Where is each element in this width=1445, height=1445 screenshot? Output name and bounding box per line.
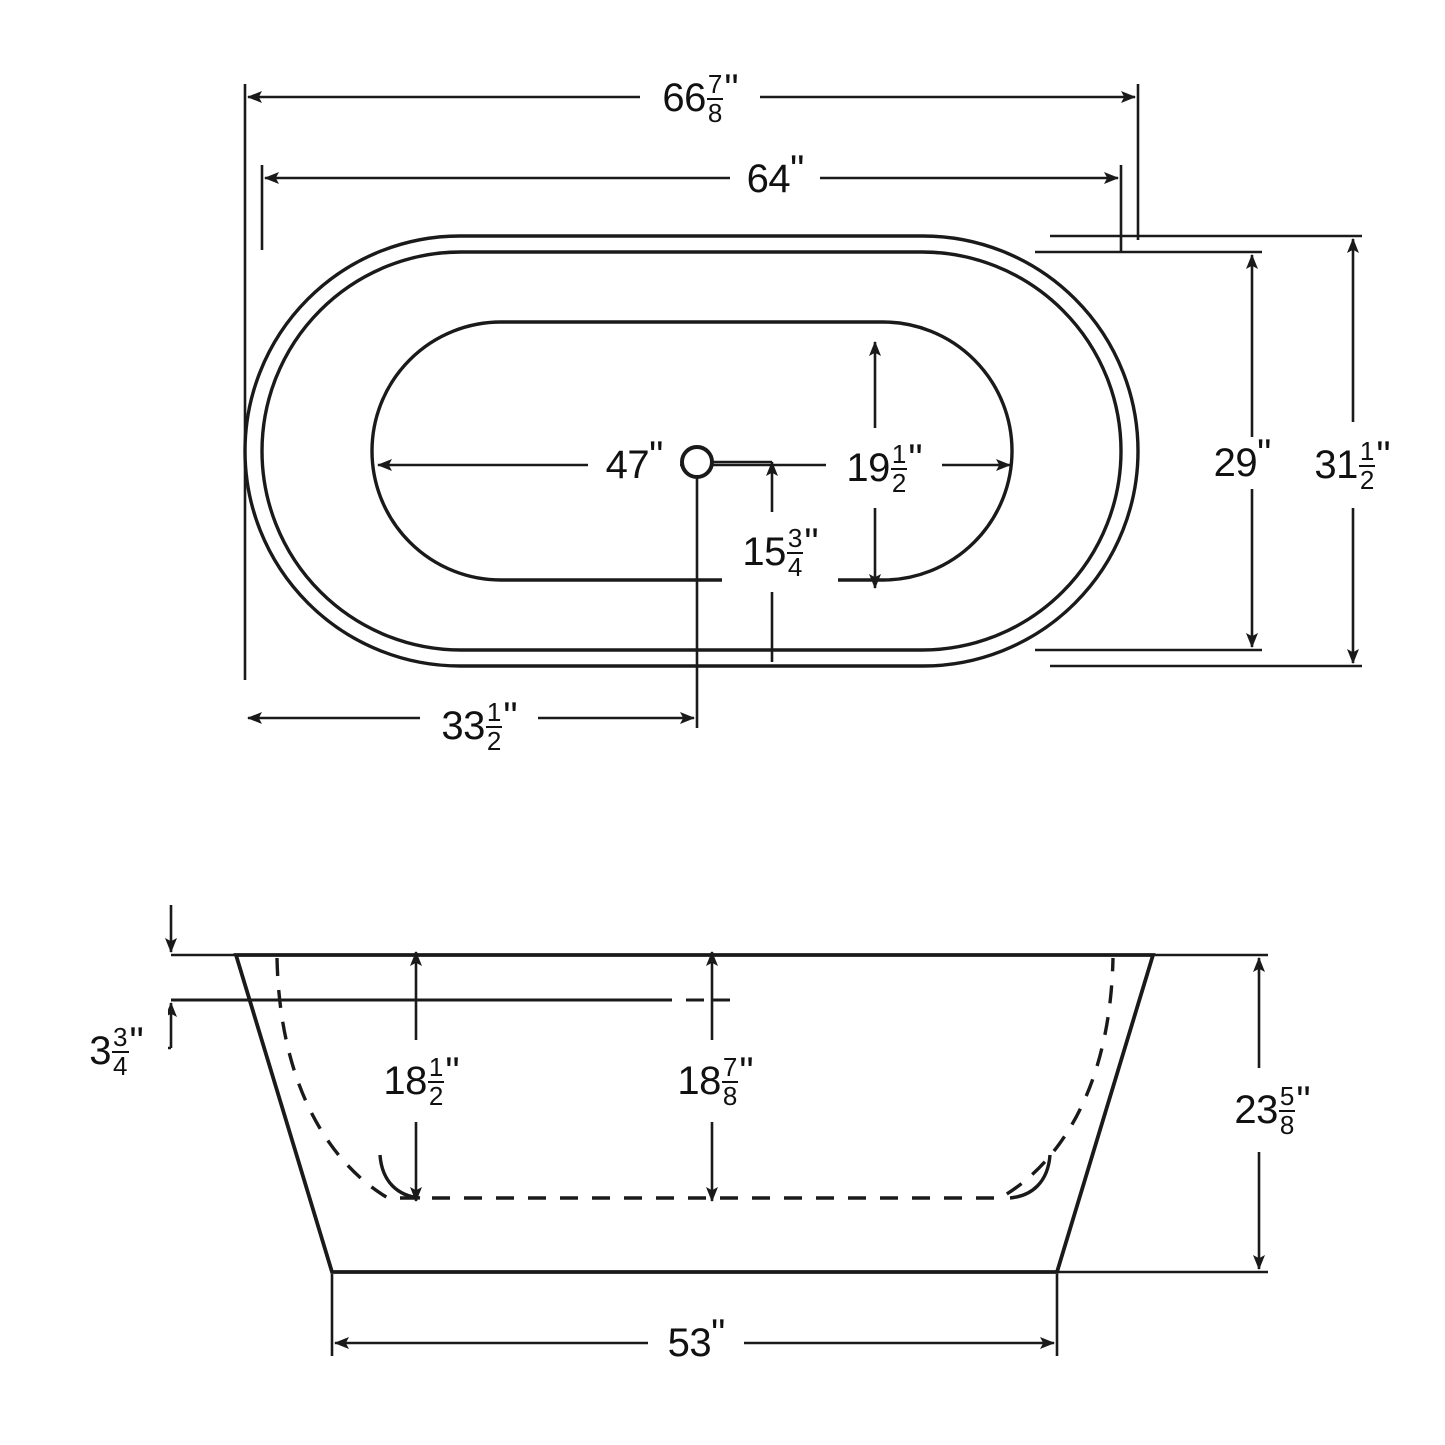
dim-overall-length xyxy=(243,84,1140,680)
dim-label-rim-width: 29" xyxy=(1194,434,1290,489)
tub-rim-outline xyxy=(260,250,1123,652)
tub-interior-dashed-profile xyxy=(275,957,1115,1200)
dim-label-rim-length: 64" xyxy=(730,150,820,201)
dim-label-base-width: 53" xyxy=(648,1314,744,1366)
basin-fillet-left xyxy=(378,1154,421,1200)
drain-circle xyxy=(680,445,714,479)
dim-rim-length xyxy=(260,165,1123,253)
dim-label-interior-length: 47" xyxy=(588,436,680,487)
tub-interior-outline xyxy=(370,320,1014,582)
basin-fillet-right xyxy=(1009,1154,1052,1200)
